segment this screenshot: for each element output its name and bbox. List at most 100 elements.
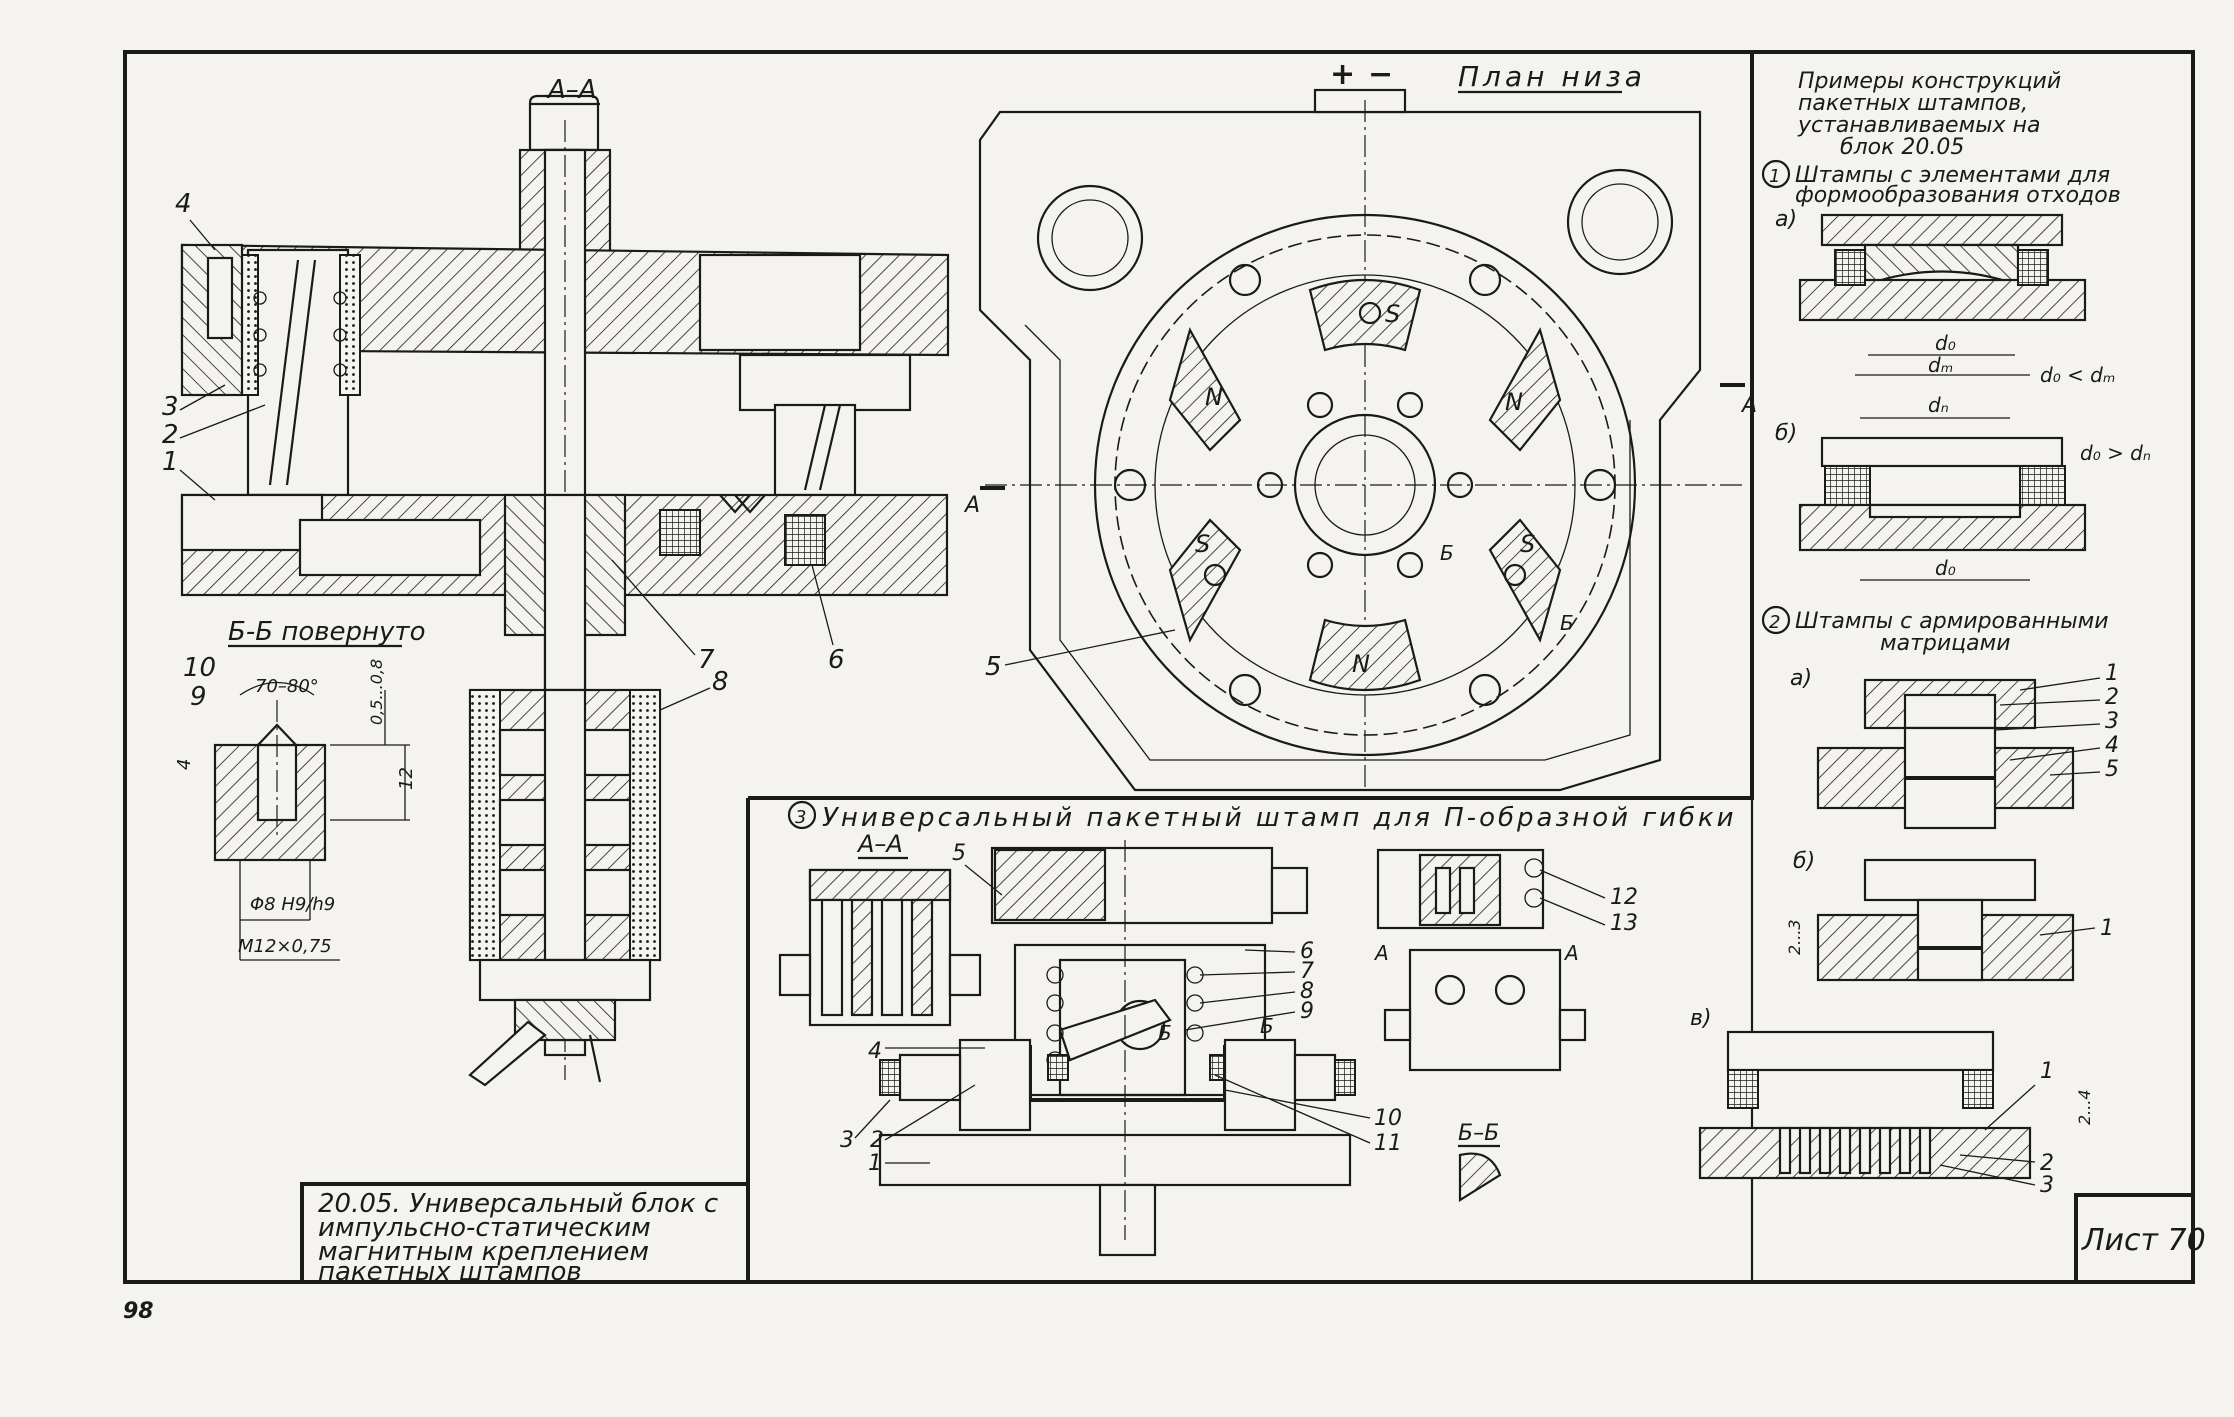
examples-title-line-4: блок 20.05 — [1840, 135, 1964, 160]
example-3-part-10: 10 — [1374, 1106, 1402, 1131]
main-section-labels: А–А 4 3 2 1 7 8 6 — [162, 75, 845, 711]
example-3-part-5: 5 — [952, 841, 966, 866]
detail-bb-title: Б-Б повернуто — [228, 617, 426, 647]
pole-n-bottom: N — [1352, 650, 1370, 678]
example-1a-label: а) — [1775, 207, 1797, 232]
detail-part-9-label: 9 — [190, 682, 207, 712]
plan-holes — [1113, 263, 1617, 707]
example-1-dn: dₙ — [1928, 393, 1949, 417]
example-3-part-8: 8 — [1300, 979, 1314, 1004]
example-3-number: 3 — [795, 807, 806, 828]
page-number: 98 — [123, 1299, 154, 1324]
example-2-title-line-1: Штампы с армированными — [1795, 609, 2109, 634]
example-1-relation-2: d₀ > dₙ — [2080, 441, 2151, 465]
example-1-title-line-2: формообразования отходов — [1795, 183, 2121, 208]
example-2a-part-3: 3 — [2105, 709, 2119, 734]
part-3-label: 3 — [162, 392, 179, 422]
example-3-part-11: 11 — [1374, 1131, 1402, 1156]
cut-b-2: Б — [1560, 611, 1574, 635]
title-line-2: импульсно-статическим — [318, 1213, 651, 1243]
example-2a-part-4: 4 — [2105, 733, 2119, 758]
pole-n-left: N — [1205, 383, 1223, 411]
example-3-cut-a-1: А — [1373, 941, 1389, 965]
example-3-aa-title: А–А — [856, 830, 903, 858]
example-2v-dim: 2...4 — [2075, 1089, 2094, 1125]
pole-n-right: N — [1505, 388, 1523, 416]
plan-part-5-label: 5 — [985, 652, 1002, 682]
minus-terminal: − — [1368, 57, 1393, 92]
cut-b-1: Б — [1440, 541, 1454, 565]
example-2a-part-2: 2 — [2105, 685, 2119, 710]
sheet-label: Лист 70 — [2081, 1223, 2206, 1258]
part-2-label: 2 — [162, 420, 179, 450]
title-line-4: пакетных штампов — [318, 1257, 582, 1287]
detail-bb-dim-4: 4 — [174, 759, 195, 770]
title-block-text: 20.05. Универсальный блок с импульсно-ст… — [123, 1189, 2206, 1324]
example-2b-part-1: 1 — [2100, 916, 2114, 941]
part-7-label: 7 — [698, 645, 715, 675]
pole-s-right: S — [1520, 530, 1535, 558]
example-3-part-1: 1 — [868, 1151, 882, 1176]
plan-title: План низа — [1458, 60, 1646, 93]
detail-bb-angle: 70–80° — [255, 676, 319, 697]
example-3-cut-a-2: А — [1563, 941, 1579, 965]
example-3-part-4: 4 — [868, 1039, 882, 1064]
examples-title-line-1: Примеры конструкций — [1798, 69, 2061, 94]
part-8-label: 8 — [712, 667, 729, 697]
example-2b-label: б) — [1793, 849, 1815, 874]
detail-thread: М12×0,75 — [238, 936, 332, 957]
example-2a-part-1: 1 — [2105, 661, 2119, 686]
examples-title-line-3: устанавливаемых на — [1797, 113, 2040, 138]
example-1-dm: dₘ — [1928, 353, 1953, 377]
example-2v-part-3: 3 — [2040, 1173, 2054, 1198]
part-6-label: 6 — [828, 645, 845, 675]
magnet-pockets — [1168, 278, 1562, 692]
example-2v-part-1: 1 — [2040, 1059, 2054, 1084]
detail-fit: Φ8 H9/h9 — [250, 894, 335, 915]
example-3-part-13: 13 — [1610, 911, 1638, 936]
example-3-part-9: 9 — [1300, 999, 1314, 1024]
part-1-label: 1 — [162, 447, 179, 477]
title-line-3: магнитным креплением — [318, 1237, 649, 1267]
example-3-cut-b-2: Б — [1260, 1014, 1274, 1038]
example-2-title-line-2: матрицами — [1880, 631, 2011, 656]
example-3-cut-b-1: Б — [1158, 1021, 1172, 1045]
example-3-part-3: 3 — [840, 1128, 854, 1153]
title-block — [300, 1182, 750, 1284]
example-2-number: 2 — [1769, 612, 1780, 633]
example-2a-label: а) — [1790, 666, 1812, 691]
example-3-part-2: 2 — [870, 1128, 884, 1153]
plan-view: План низа + − — [963, 57, 1757, 792]
example-1-relation-1: d₀ < dₘ — [2040, 363, 2115, 387]
pole-s-top: S — [1385, 300, 1400, 328]
detail-bb-dim-top: 0,5...0,8 — [367, 659, 386, 725]
detail-bb-rotated: Б-Б повернуто 70–80° 0,5...0,8 12 4 10 9… — [174, 617, 426, 961]
example-2v-label: в) — [1690, 1006, 1712, 1031]
detail-part-10-label: 10 — [183, 653, 216, 683]
title-line-1: 20.05. Универсальный блок с — [318, 1189, 718, 1219]
sheet-number-box — [2074, 1193, 2195, 1284]
example-3-part-6: 6 — [1300, 939, 1314, 964]
example-3-part-7: 7 — [1300, 959, 1314, 984]
example-1-number: 1 — [1769, 166, 1780, 187]
sheet-frame — [123, 50, 2195, 1284]
example-3-panel: 3 Универсальный пакетный штамп для П-обр… — [778, 800, 1737, 1257]
pole-s-left: S — [1195, 530, 1210, 558]
examples-panel: Примеры конструкций пакетных штампов, ус… — [1690, 69, 2151, 1198]
detail-bb-dim-h: 12 — [396, 767, 417, 790]
cut-a-right: А — [1740, 393, 1757, 418]
example-1-d0b: d₀ — [1935, 556, 1956, 580]
example-3-title: Универсальный пакетный штамп для П-образ… — [822, 803, 1737, 833]
example-1b-label: б) — [1775, 421, 1797, 446]
main-section-view — [180, 94, 950, 1087]
section-aa-title: А–А — [546, 75, 597, 105]
part-4-label: 4 — [175, 189, 192, 219]
cut-a-left: А — [963, 493, 980, 518]
plus-terminal: + — [1330, 57, 1355, 92]
example-1-d0: d₀ — [1935, 331, 1956, 355]
examples-title-line-2: пакетных штампов, — [1798, 91, 2028, 116]
example-2v-part-2: 2 — [2040, 1151, 2054, 1176]
example-1-title-line-1: Штампы с элементами для — [1795, 163, 2110, 188]
example-2a-part-5: 5 — [2105, 757, 2119, 782]
